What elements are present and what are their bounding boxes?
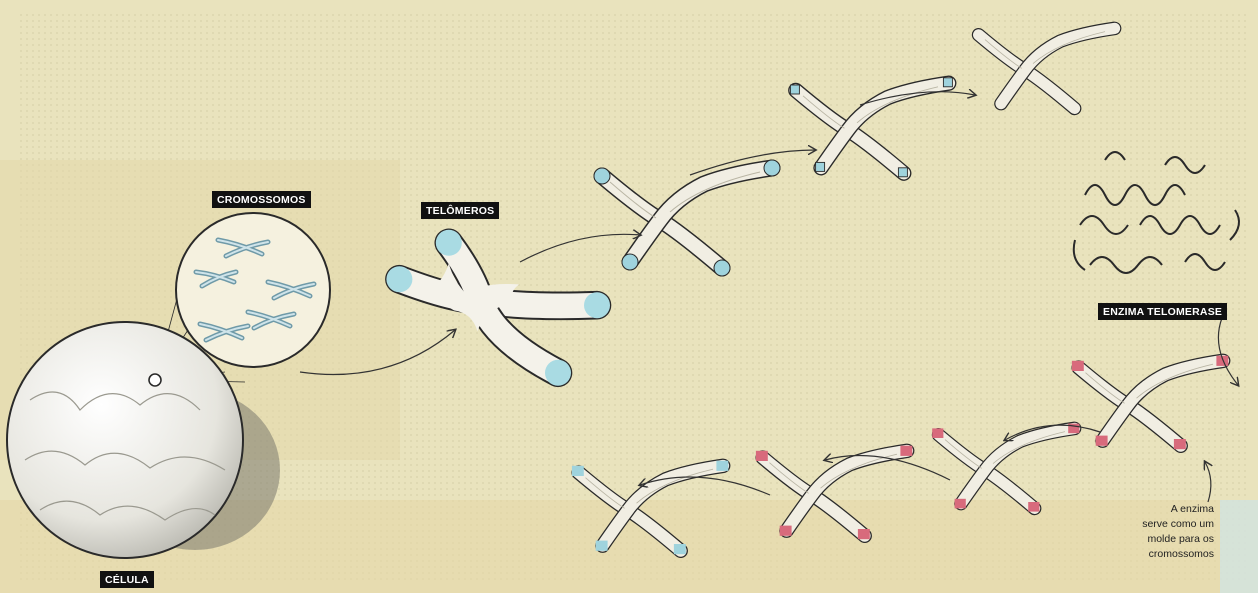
enzyme-note: A enzima serve como um molde para os cro… [1108,502,1214,562]
label-cromossomos: CROMOSSOMOS [212,191,311,208]
note-line-4: cromossomos [1108,547,1214,562]
note-line-2: serve como um [1108,517,1214,532]
chromosomes-magnifier [176,213,330,367]
label-enzima-telomerase: ENZIMA TELOMERASE [1098,303,1227,320]
note-line-1: A enzima [1108,502,1214,517]
label-celula: CÉLULA [100,571,154,588]
note-line-3: molde para os [1108,532,1214,547]
label-telomeros: TELÔMEROS [421,202,499,219]
